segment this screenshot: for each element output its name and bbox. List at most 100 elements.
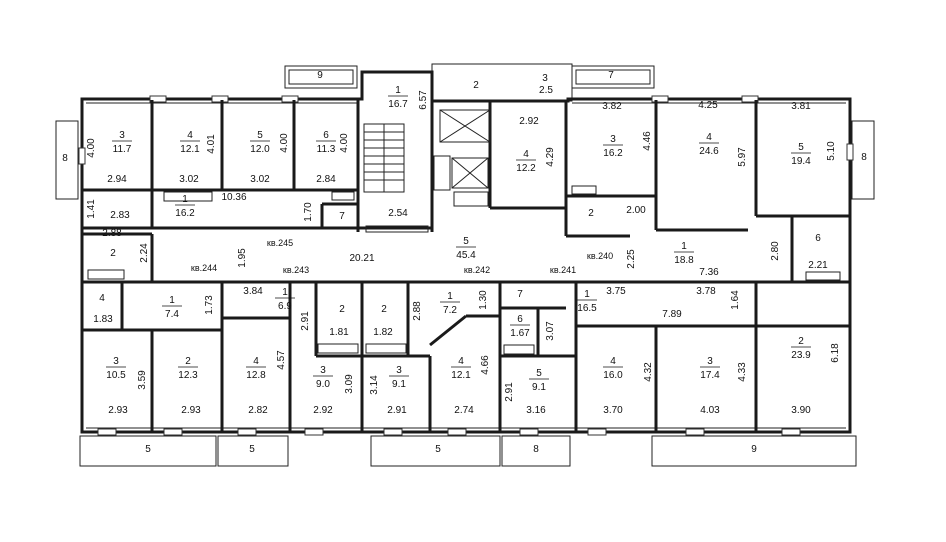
dimension-label: 1.81 <box>329 327 349 338</box>
dimension-label-vertical: 5.97 <box>737 147 748 167</box>
room-area: 23.9 <box>791 350 811 361</box>
room-number: 6 <box>517 314 523 325</box>
room-area: 16.5 <box>577 303 597 314</box>
room-number: 5 <box>463 236 469 247</box>
dimension-label-vertical: 4.57 <box>276 350 287 370</box>
window <box>211 95 229 103</box>
room-label: 9 <box>317 70 323 81</box>
dimension-label: 3.90 <box>791 405 811 416</box>
room-area: 16.7 <box>388 99 408 110</box>
room-label: 7 <box>339 211 345 222</box>
room-number: 6 <box>323 130 329 141</box>
dimension-label-vertical: 6.18 <box>830 343 841 363</box>
room-area: 24.6 <box>699 146 719 157</box>
window <box>383 428 403 436</box>
dimension-label: 2.84 <box>316 174 336 185</box>
elevator-shaft <box>439 109 491 143</box>
dimension-label-vertical: 4.01 <box>206 134 217 154</box>
dimension-label: 3.02 <box>179 174 199 185</box>
balcony-top-left-inner <box>288 69 354 85</box>
dimension-label: 2.88 <box>102 228 122 239</box>
dimension-label: 3.82 <box>602 101 622 112</box>
balcony-bottom-3 <box>370 435 501 467</box>
room-area: 16.2 <box>603 148 623 159</box>
dimension-label-vertical: 4.32 <box>643 362 654 382</box>
window <box>304 428 324 436</box>
dimension-label: 2.91 <box>387 405 407 416</box>
dimension-label-vertical: 2.25 <box>626 249 637 269</box>
room-number: 1 <box>395 85 401 96</box>
dimension-label: 3.84 <box>243 286 263 297</box>
room-number: 2 <box>798 336 804 347</box>
dimension-label-vertical: 2.88 <box>412 301 423 321</box>
dimension-label-vertical: 5.10 <box>826 141 837 161</box>
dimension-label-vertical: 1.95 <box>237 248 248 268</box>
room-area: 7.4 <box>165 309 179 320</box>
room-number: 5 <box>536 368 542 379</box>
room-number: 1 <box>169 295 175 306</box>
window <box>685 428 705 436</box>
dimension-label: 2.93 <box>108 405 128 416</box>
room-number: 4 <box>253 356 259 367</box>
window <box>78 147 86 165</box>
balcony-bottom-1 <box>79 435 217 467</box>
room-number: 1 <box>584 289 590 300</box>
window <box>741 95 759 103</box>
window <box>237 428 257 436</box>
room-area: 19.4 <box>791 156 811 167</box>
dimension-label: 3.81 <box>791 101 811 112</box>
room-label: 2 <box>110 248 116 259</box>
dimension-label: 2.21 <box>808 260 828 271</box>
window <box>281 95 299 103</box>
windows <box>78 95 854 436</box>
dimension-label-vertical: 2.80 <box>770 241 781 261</box>
dimension-label: 2.93 <box>181 405 201 416</box>
dimension-label: 1.83 <box>93 314 113 325</box>
apartment-label: кв.242 <box>464 265 490 275</box>
balcony-left <box>55 120 79 200</box>
room-area: 9.1 <box>532 382 546 393</box>
dimension-label-vertical: 2.91 <box>504 382 515 402</box>
balcony-top-right-inner <box>575 69 651 85</box>
dimension-label-vertical: 2.91 <box>300 311 311 331</box>
dimension-label: 7.89 <box>662 309 682 320</box>
dimension-label-vertical: 2.24 <box>139 243 150 263</box>
room-number: 3 <box>707 356 713 367</box>
apartment-label: кв.240 <box>587 251 613 261</box>
room-number: 4 <box>458 356 464 367</box>
room-area: 9.0 <box>316 379 330 390</box>
room-number: 1 <box>447 291 453 302</box>
dimension-label: 2.94 <box>107 174 127 185</box>
dimension-label: 20.21 <box>349 253 374 264</box>
room-area: 1.67 <box>510 328 530 339</box>
elevator-shaft <box>451 157 489 189</box>
dimension-label: 7.36 <box>699 267 719 278</box>
dimension-label-vertical: 4.66 <box>480 355 491 375</box>
apartment-label: кв.244 <box>191 263 217 273</box>
room-label: 8 <box>533 444 539 455</box>
dimension-label-vertical: 4.00 <box>86 138 97 158</box>
stairwell <box>363 109 491 233</box>
balconies <box>55 63 875 467</box>
room-area: 12.1 <box>180 144 200 155</box>
window <box>149 95 167 103</box>
room-number: 2 <box>185 356 191 367</box>
window <box>846 143 854 161</box>
dimension-label-vertical: 3.14 <box>369 375 380 395</box>
room-area: 6.9 <box>278 301 292 312</box>
dimension-label-vertical: 1.64 <box>730 290 741 310</box>
window <box>97 428 117 436</box>
balcony-bottom-2 <box>217 435 289 467</box>
dimension-label: 2.54 <box>388 208 408 219</box>
dimension-label-vertical: 3.07 <box>545 321 556 341</box>
room-label: 2.5 <box>539 85 553 96</box>
room-number: 1 <box>282 287 288 298</box>
dimension-label: 4.25 <box>698 100 718 111</box>
room-number: 5 <box>798 142 804 153</box>
room-label: 4 <box>99 293 105 304</box>
